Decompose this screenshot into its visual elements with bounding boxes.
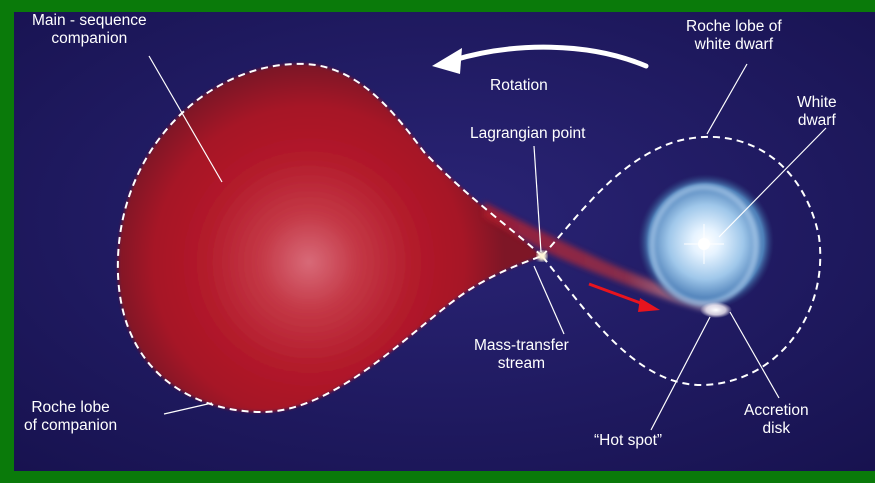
label-line: Rotation <box>490 77 548 95</box>
label-line: Mass-transfer <box>474 337 569 355</box>
label-white-dwarf: White dwarf <box>797 94 837 130</box>
diagram-frame: Main - sequence companion Roche lobe of … <box>14 12 875 471</box>
label-line: White <box>797 94 837 112</box>
label-line: companion <box>32 30 147 48</box>
label-line: Accretion <box>744 402 809 420</box>
label-rotation: Rotation <box>490 77 548 95</box>
label-roche-lobe-white-dwarf: Roche lobe of white dwarf <box>686 18 782 54</box>
label-line: disk <box>744 420 809 438</box>
label-line: dwarf <box>797 112 837 130</box>
label-line: Lagrangian point <box>470 125 586 143</box>
label-main-sequence-companion: Main - sequence companion <box>32 12 147 48</box>
lagrangian-point-marker <box>537 251 547 261</box>
label-line: “Hot spot” <box>594 432 662 450</box>
label-line: white dwarf <box>686 36 782 54</box>
label-line: Main - sequence <box>32 12 147 30</box>
label-accretion-disk: Accretion disk <box>744 402 809 438</box>
label-line: Roche lobe of <box>686 18 782 36</box>
label-mass-transfer-stream: Mass-transfer stream <box>474 337 569 373</box>
hot-spot <box>700 302 732 318</box>
label-line: of companion <box>24 417 117 435</box>
label-lagrangian-point: Lagrangian point <box>470 125 586 143</box>
label-hot-spot: “Hot spot” <box>594 432 662 450</box>
label-roche-lobe-companion: Roche lobe of companion <box>24 399 117 435</box>
label-line: Roche lobe <box>24 399 117 417</box>
label-line: stream <box>474 355 569 373</box>
